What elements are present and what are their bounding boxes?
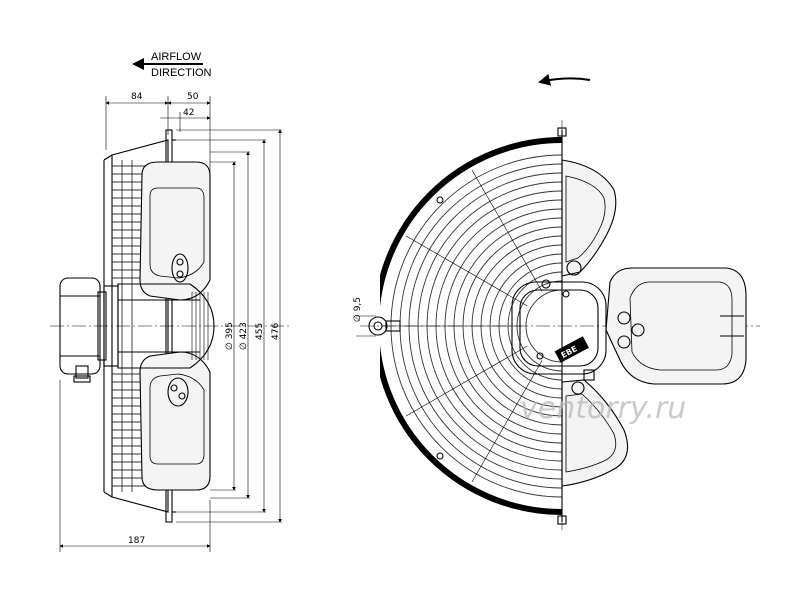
guard-spoke [471, 169, 543, 292]
front-blade-bottom [561, 379, 629, 487]
label-plate: ЕВЕ [554, 336, 589, 363]
airflow-annotation: AIRFLOW DIRECTION [132, 51, 212, 79]
front-guard [380, 137, 563, 515]
dim-476: 476 [271, 323, 281, 340]
guard-ring [525, 289, 563, 363]
guard-spoke [471, 360, 543, 483]
dim-dia-395: ∅ 395 [225, 322, 235, 350]
dim-187: 187 [128, 536, 145, 546]
guard-clip-bottom [436, 452, 444, 460]
guard-spoke [405, 235, 528, 307]
dim-455: 455 [255, 323, 265, 340]
dim-50: 50 [187, 92, 199, 102]
guard-spoke [405, 345, 528, 417]
front-view: ∅ 9,5 ЕВЕ [353, 73, 760, 530]
dim-42: 42 [183, 108, 194, 118]
side-view: 84 50 42 [50, 92, 290, 552]
side-motor [97, 283, 215, 369]
side-blade-upper [139, 161, 211, 301]
dim-dia-423: ∅ 423 [239, 322, 249, 350]
guard-clip-top [436, 196, 444, 204]
side-blade-lower [139, 351, 211, 491]
airflow-label-1: AIRFLOW [151, 51, 202, 63]
side-terminal-box [59, 277, 101, 383]
front-blade-top [561, 159, 617, 277]
bottom-dimension: 187 [59, 380, 211, 552]
dim-84: 84 [131, 92, 143, 102]
rotation-arrow [538, 73, 591, 86]
front-blade-right [605, 267, 747, 385]
top-dimensions: 84 50 42 [105, 92, 211, 180]
side-mounting-ring [165, 129, 176, 523]
airflow-label-2: DIRECTION [151, 67, 212, 79]
diameter-dimensions: ∅ 395 ∅ 423 455 476 [176, 129, 282, 523]
watermark-text: ventorry.ru [520, 391, 686, 426]
dim-hole: ∅ 9,5 [353, 297, 363, 322]
mounting-lug-left: ∅ 9,5 [353, 297, 401, 337]
